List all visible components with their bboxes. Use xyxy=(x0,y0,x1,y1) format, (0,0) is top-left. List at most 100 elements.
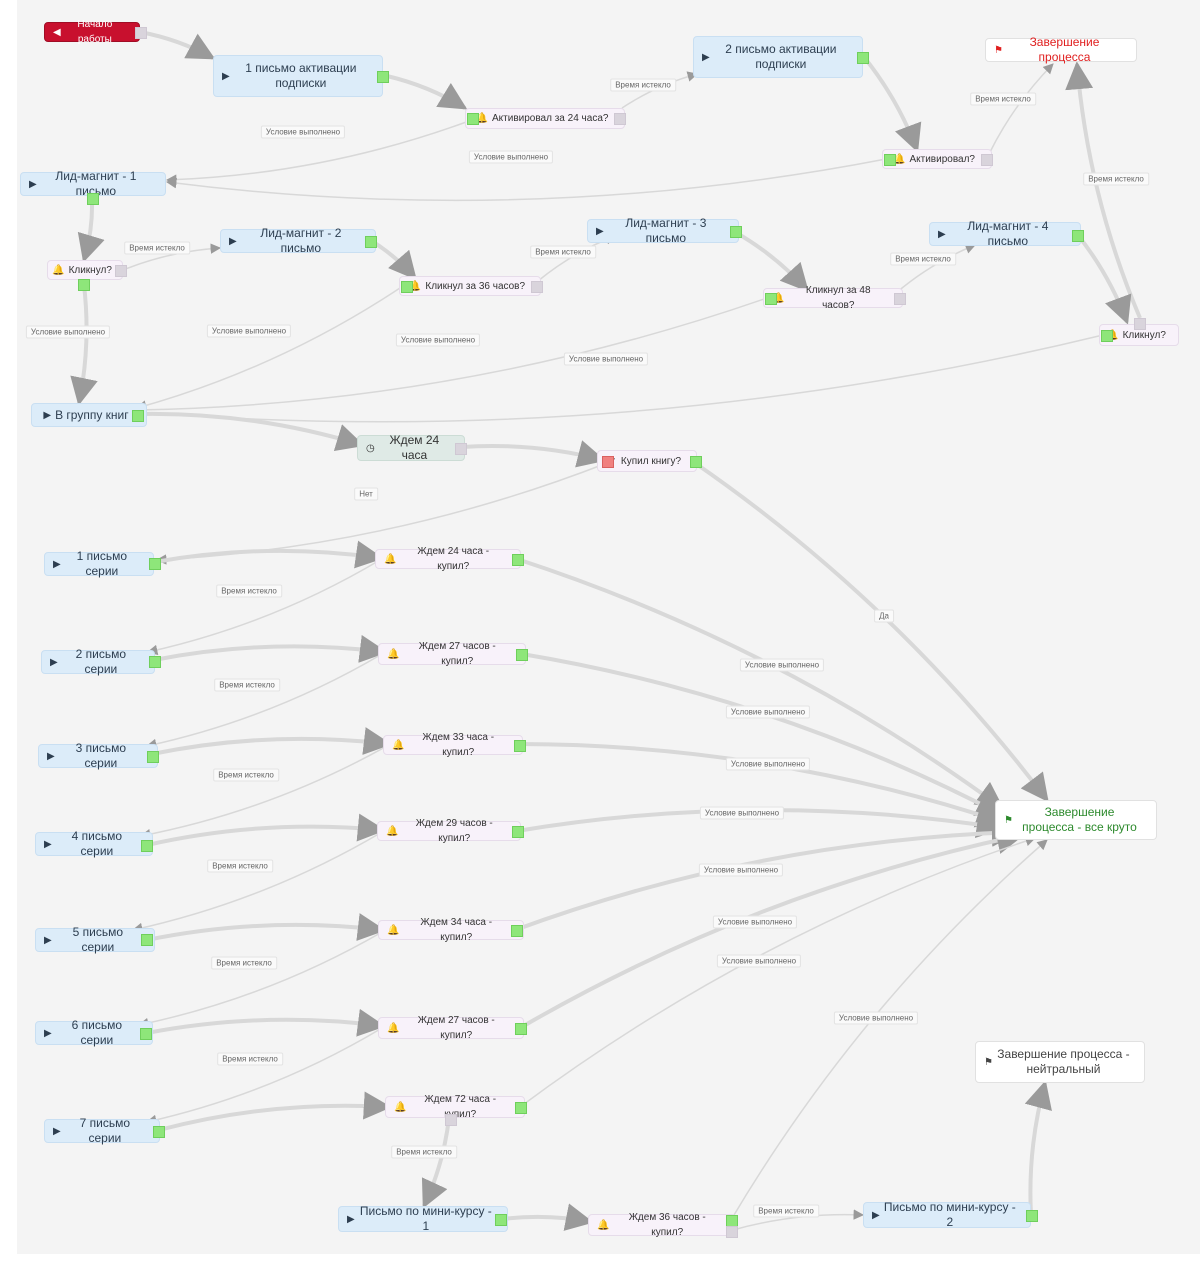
edge-connector[interactable] xyxy=(153,634,388,663)
port-click4-no[interactable] xyxy=(1134,318,1146,330)
edge-connector[interactable] xyxy=(146,913,386,942)
node-click36[interactable]: 🔔Кликнул за 36 часов? xyxy=(399,276,541,296)
node-w4[interactable]: 🔔Ждем 29 часов - купил? xyxy=(377,818,521,844)
edge-connector[interactable] xyxy=(895,243,976,294)
edge-connector[interactable] xyxy=(461,440,606,468)
port-s5[interactable] xyxy=(141,934,153,946)
edge-connector[interactable] xyxy=(155,462,608,565)
edge-connector[interactable] xyxy=(521,652,1005,817)
node-chk-act[interactable]: 🔔Активировал? xyxy=(882,149,992,169)
port-lm3[interactable] xyxy=(730,226,742,238)
port-bought-no[interactable] xyxy=(602,456,614,468)
node-a1[interactable]: ▶1 письмо активации подписки xyxy=(213,55,383,97)
edge-connector[interactable] xyxy=(145,653,383,750)
edge-connector[interactable] xyxy=(136,411,365,452)
node-s1[interactable]: ▶1 письмо серии xyxy=(44,549,154,578)
edge-connector[interactable] xyxy=(146,559,381,656)
port-w5[interactable] xyxy=(511,925,523,937)
edge-connector[interactable] xyxy=(135,285,404,411)
edge-connector[interactable] xyxy=(151,727,392,756)
node-start[interactable]: ◀Начало работы xyxy=(44,19,140,45)
edge-connector[interactable] xyxy=(1065,61,1142,319)
edge-connector[interactable] xyxy=(131,831,383,934)
node-s5[interactable]: ▶5 письмо серии xyxy=(35,925,155,954)
edge-connector[interactable] xyxy=(70,284,98,406)
node-w5[interactable]: 🔔Ждем 34 часа - купил? xyxy=(378,917,524,943)
port-group[interactable] xyxy=(132,410,144,422)
port-chk-act24-no[interactable] xyxy=(614,113,626,125)
port-click36-no[interactable] xyxy=(531,281,543,293)
port-click1-no[interactable] xyxy=(115,265,127,277)
port-w6[interactable] xyxy=(515,1023,527,1035)
node-end-neutral[interactable]: ⚑Завершение процесса - нейтральный xyxy=(975,1041,1145,1083)
port-mini2[interactable] xyxy=(1026,1210,1038,1222)
port-w7-no[interactable] xyxy=(445,1114,457,1126)
port-w4[interactable] xyxy=(512,826,524,838)
node-end-all[interactable]: ⚑Завершение процесса - все круто xyxy=(995,800,1157,840)
edge-connector[interactable] xyxy=(519,836,1036,1108)
edge-connector[interactable] xyxy=(502,1203,594,1231)
port-lm2[interactable] xyxy=(365,236,377,248)
port-click36-yes[interactable] xyxy=(401,281,413,293)
port-a2[interactable] xyxy=(857,52,869,64)
port-w3[interactable] xyxy=(514,740,526,752)
edge-connector[interactable] xyxy=(730,839,1048,1221)
port-chk-act-yes[interactable] xyxy=(884,154,896,166)
edge-connector[interactable] xyxy=(139,745,388,840)
port-chk-act24-yes[interactable] xyxy=(467,113,479,125)
edge-connector[interactable] xyxy=(1075,232,1132,325)
edge-connector[interactable] xyxy=(137,931,383,1029)
edge-connector[interactable] xyxy=(77,199,105,263)
port-w1[interactable] xyxy=(512,554,524,566)
node-mini1[interactable]: ▶Письмо по мини-курсу - 1 xyxy=(338,1204,508,1233)
node-s6[interactable]: ▶6 письмо серии xyxy=(35,1018,153,1047)
port-s2[interactable] xyxy=(149,656,161,668)
edge-connector[interactable] xyxy=(165,158,887,202)
node-group[interactable]: ▶В группу книг xyxy=(31,403,147,427)
node-a2[interactable]: ▶2 письмо активации подписки xyxy=(693,36,863,78)
port-lm1[interactable] xyxy=(87,193,99,205)
edge-connector[interactable] xyxy=(516,557,1005,810)
node-click48[interactable]: 🔔Кликнул за 48 часов? xyxy=(763,285,903,311)
node-lm2[interactable]: ▶Лид-магнит - 2 письмо xyxy=(220,226,376,255)
edge-connector[interactable] xyxy=(158,1091,392,1132)
port-s3[interactable] xyxy=(147,751,159,763)
edge-connector[interactable] xyxy=(1024,1080,1052,1216)
port-click4-yes[interactable] xyxy=(1101,330,1113,342)
edge-connector[interactable] xyxy=(862,55,922,153)
port-click48-yes[interactable] xyxy=(765,293,777,305)
edge-connector[interactable] xyxy=(146,1008,386,1037)
node-click1[interactable]: 🔔Кликнул? xyxy=(47,260,123,280)
node-lm4[interactable]: ▶Лид-магнит - 4 письмо xyxy=(929,219,1081,248)
node-w1[interactable]: 🔔Ждем 24 часа - купил? xyxy=(375,546,521,572)
edge-connector[interactable] xyxy=(988,63,1054,155)
port-bought-yes[interactable] xyxy=(690,456,702,468)
node-s3[interactable]: ▶3 письмо серии xyxy=(38,741,158,770)
node-lm3[interactable]: ▶Лид-магнит - 3 письмо xyxy=(587,216,739,245)
edge-connector[interactable] xyxy=(421,1117,451,1209)
port-a1[interactable] xyxy=(377,71,389,83)
edge-connector[interactable] xyxy=(518,826,1025,1030)
edge-connector[interactable] xyxy=(145,1027,383,1126)
edge-connector[interactable] xyxy=(386,74,468,110)
node-mini2[interactable]: ▶Письмо по мини-курсу - 2 xyxy=(863,1200,1031,1229)
node-s7[interactable]: ▶7 письмо серии xyxy=(44,1116,160,1145)
edge-connector[interactable] xyxy=(122,243,222,271)
node-wmini[interactable]: 🔔Ждем 36 часов - купил? xyxy=(588,1212,736,1238)
node-w3[interactable]: 🔔Ждем 33 часа - купил? xyxy=(383,732,523,758)
port-lm4[interactable] xyxy=(1072,230,1084,242)
port-start[interactable] xyxy=(135,27,147,39)
port-w2[interactable] xyxy=(516,649,528,661)
port-chk-act-no[interactable] xyxy=(981,154,993,166)
node-end-red[interactable]: ⚑Завершение процесса xyxy=(985,35,1137,64)
edge-connector[interactable] xyxy=(135,334,1104,423)
edge-connector[interactable] xyxy=(154,540,384,569)
port-s4[interactable] xyxy=(141,840,153,852)
edge-connector[interactable] xyxy=(165,120,470,185)
node-w6[interactable]: 🔔Ждем 27 часов - купил? xyxy=(378,1015,524,1041)
port-wait24[interactable] xyxy=(455,443,467,455)
port-s7[interactable] xyxy=(153,1126,165,1138)
port-s1[interactable] xyxy=(149,558,161,570)
port-click48-no[interactable] xyxy=(894,293,906,305)
node-s2[interactable]: ▶2 письмо серии xyxy=(41,647,155,676)
